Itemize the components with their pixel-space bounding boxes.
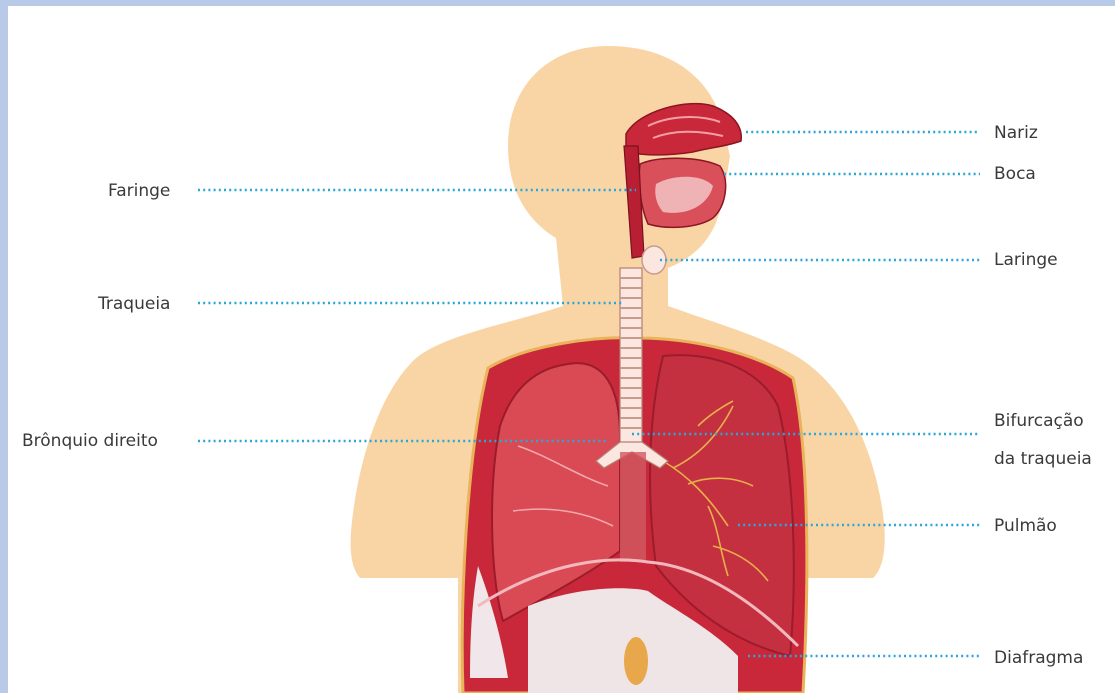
label-boca: Boca bbox=[994, 164, 1036, 184]
respiratory-system-diagram: Nariz Boca Faringe Laringe Traqueia Brôn… bbox=[8, 6, 1115, 693]
label-bifurcacao-line2: da traqueia bbox=[994, 449, 1092, 469]
label-diafragma: Diafragma bbox=[994, 648, 1083, 668]
esophagus-column bbox=[620, 452, 646, 562]
label-laringe: Laringe bbox=[994, 250, 1058, 270]
label-traqueia: Traqueia bbox=[97, 294, 170, 314]
label-pulmao: Pulmão bbox=[994, 516, 1057, 536]
label-bifurcacao-line1: Bifurcação bbox=[994, 411, 1084, 431]
label-bronquio-direito: Brônquio direito bbox=[22, 431, 158, 451]
diagram-frame: Nariz Boca Faringe Laringe Traqueia Brôn… bbox=[8, 6, 1115, 693]
abdominal-vessel bbox=[624, 637, 648, 685]
larynx bbox=[642, 246, 666, 274]
label-faringe: Faringe bbox=[108, 181, 170, 201]
label-nariz: Nariz bbox=[994, 123, 1038, 143]
trachea bbox=[620, 268, 642, 446]
